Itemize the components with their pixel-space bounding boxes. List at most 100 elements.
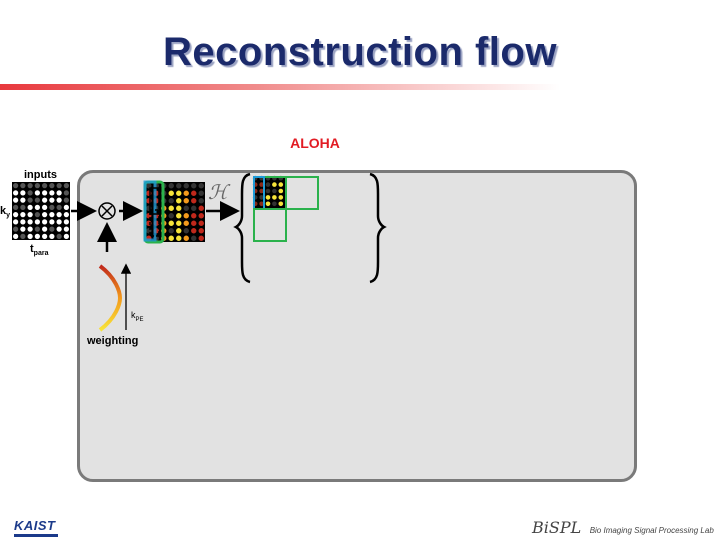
hankel-block-2 xyxy=(285,176,319,210)
kspace-sample-dot xyxy=(27,233,33,239)
kspace-sample-dot xyxy=(63,219,69,225)
kaist-logo: KAIST xyxy=(14,518,58,537)
kspace-sample-dot xyxy=(191,213,197,219)
kspace-sample-dot xyxy=(34,226,40,232)
kspace-sample-dot xyxy=(13,233,19,239)
kspace-sample-dot xyxy=(272,195,277,200)
kspace-sample-dot xyxy=(198,235,204,241)
selection-window-top xyxy=(149,187,160,215)
hankel-right-brace xyxy=(369,172,387,284)
ky-axis-label: ky xyxy=(0,205,10,219)
kspace-sample-dot xyxy=(20,190,26,196)
kspace-sample-dot xyxy=(56,190,62,196)
kspace-sample-dot xyxy=(20,219,26,225)
kspace-sample-dot xyxy=(13,183,19,189)
kspace-sample-dot xyxy=(20,183,26,189)
kspace-sample-dot xyxy=(183,235,189,241)
kspace-sample-dot xyxy=(198,198,204,204)
kspace-sample-dot xyxy=(20,197,26,203)
kspace-sample-dot xyxy=(272,201,277,207)
kspace-sample-dot xyxy=(191,183,197,189)
kspace-sample-dot xyxy=(49,219,55,225)
kspace-sample-dot xyxy=(49,204,55,210)
kspace-sample-dot xyxy=(168,198,174,204)
kspace-sample-dot xyxy=(278,201,284,207)
kspace-sample-dot xyxy=(176,235,182,241)
kspace-sample-dot xyxy=(191,228,197,234)
kspace-sample-dot xyxy=(183,213,189,219)
kspace-sample-dot xyxy=(183,183,189,189)
kspace-sample-dot xyxy=(56,233,62,239)
kspace-sample-dot xyxy=(176,205,182,211)
kspace-sample-dot xyxy=(168,228,174,234)
kspace-sample-dot xyxy=(176,190,182,196)
kspace-sample-dot xyxy=(265,188,271,194)
kpe-axis-label: kPE xyxy=(131,310,144,323)
inputs-label-text: inputs xyxy=(24,169,57,181)
kspace-sample-dot xyxy=(27,219,33,225)
kpe-label-sub: PE xyxy=(135,316,144,323)
kspace-sample-dot xyxy=(259,195,264,200)
kspace-sample-dot xyxy=(176,213,182,219)
kspace-sample-dot xyxy=(259,182,264,187)
kspace-sample-dot xyxy=(198,190,204,196)
kspace-sample-dot xyxy=(34,233,40,239)
kspace-sample-dot xyxy=(176,183,182,189)
kspace-sample-dot xyxy=(198,220,204,226)
kspace-sample-dot xyxy=(13,190,19,196)
kspace-sample-dot xyxy=(49,197,55,203)
kspace-sample-dot xyxy=(27,197,33,203)
kspace-sample-dot xyxy=(146,183,152,189)
kspace-sample-dot xyxy=(13,204,19,210)
kspace-sample-dot xyxy=(56,226,62,232)
kspace-sample-dot xyxy=(278,182,284,187)
kspace-sample-dot xyxy=(265,195,271,200)
kspace-sample-dot xyxy=(176,198,182,204)
kspace-sample-dot xyxy=(42,219,48,225)
kspace-sample-dot xyxy=(13,226,19,232)
kspace-sample-dot xyxy=(191,220,197,226)
kspace-sample-dot xyxy=(42,183,48,189)
kspace-sample-dot xyxy=(265,182,271,187)
ky-label-text: k xyxy=(0,205,7,217)
kspace-sample-dot xyxy=(34,183,40,189)
kspace-sample-dot xyxy=(278,195,284,200)
kspace-sample-dot xyxy=(183,198,189,204)
kspace-sample-dot xyxy=(49,226,55,232)
bispl-logo: BiSPL Bio Imaging Signal Processing Lab xyxy=(532,518,714,538)
kspace-sample-dot xyxy=(176,220,182,226)
kspace-sample-dot xyxy=(27,183,33,189)
kspace-sample-dot xyxy=(27,204,33,210)
kspace-sample-dot xyxy=(272,188,277,194)
kspace-sample-dot xyxy=(259,201,264,207)
kspace-sample-dot xyxy=(42,190,48,196)
kspace-sample-dot xyxy=(34,197,40,203)
kspace-sample-dot xyxy=(27,212,33,218)
kspace-sample-dot xyxy=(63,226,69,232)
kspace-sample-dot xyxy=(63,233,69,239)
kspace-sample-dot xyxy=(49,183,55,189)
kspace-sample-dot xyxy=(34,204,40,210)
weighting-label: weighting xyxy=(87,335,139,347)
kspace-sample-dot xyxy=(183,205,189,211)
kpe-label-text: k xyxy=(131,310,136,320)
aloha-label: ALOHA xyxy=(290,135,340,151)
kspace-sample-dot xyxy=(20,204,26,210)
ky-label-sub: y xyxy=(6,212,11,220)
kspace-sample-dot xyxy=(56,212,62,218)
weighting-curve xyxy=(98,264,123,332)
kspace-sample-dot xyxy=(63,197,69,203)
kspace-sample-dot xyxy=(49,190,55,196)
title-underline-bar xyxy=(0,84,560,90)
hankel-operator-symbol: ℋ xyxy=(208,180,228,204)
kspace-sample-dot xyxy=(13,212,19,218)
kspace-sample-dot xyxy=(183,228,189,234)
kspace-sample-dot xyxy=(198,213,204,219)
bispl-logo-text: BiSPL xyxy=(532,518,582,537)
kspace-sample-dot xyxy=(168,213,174,219)
kspace-sample-dot xyxy=(168,235,174,241)
kspace-sample-dot xyxy=(13,219,19,225)
kspace-sample-dot xyxy=(34,190,40,196)
kspace-sample-dot xyxy=(34,212,40,218)
